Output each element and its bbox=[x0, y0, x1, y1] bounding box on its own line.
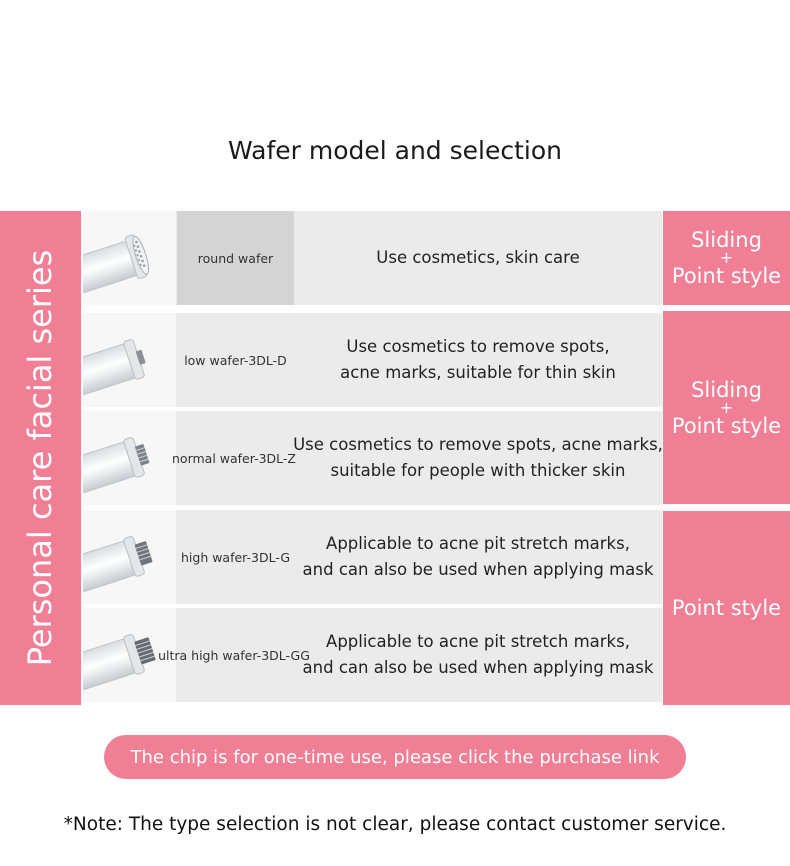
wafer-description: Use cosmetics, skin care bbox=[376, 248, 580, 267]
wafer-description: Use cosmetics to remove spots, acne mark… bbox=[293, 435, 663, 480]
style-line1: Sliding bbox=[691, 228, 762, 252]
ultra-high-wafer-icon bbox=[83, 608, 176, 702]
style-box-sliding-point: Sliding + Point style bbox=[663, 311, 790, 504]
wafer-row-high: high wafer-3DL-G Applicable to acne pit … bbox=[83, 510, 662, 604]
low-wafer-icon bbox=[83, 313, 176, 407]
wafer-row-round: round wafer Use cosmetics, skin care bbox=[83, 211, 662, 305]
wafer-row-low: low wafer-3DL-D Use cosmetics to remove … bbox=[83, 313, 662, 407]
style-line1: Point style bbox=[671, 596, 782, 620]
series-label-text: Personal care facial series bbox=[21, 249, 59, 667]
style-plus: + bbox=[719, 397, 734, 417]
wafer-model-label: low wafer-3DL-D bbox=[184, 352, 287, 368]
round-wafer-icon bbox=[83, 211, 176, 305]
style-line2: Point style bbox=[671, 264, 782, 288]
footnote: *Note: The type selection is not clear, … bbox=[63, 814, 727, 835]
wafer-model-label: ultra high wafer-3DL-GG bbox=[158, 647, 310, 663]
style-box-sliding-point: Sliding + Point style bbox=[663, 211, 790, 305]
high-wafer-icon bbox=[83, 510, 176, 604]
style-box-point: Point style bbox=[663, 511, 790, 705]
wafer-description: Applicable to acne pit stretch marks, an… bbox=[302, 534, 654, 579]
wafer-row-ultra-high: ultra high wafer-3DL-GG Applicable to ac… bbox=[83, 608, 662, 702]
wafer-model-label: round wafer bbox=[177, 211, 294, 305]
style-line2: Point style bbox=[671, 413, 782, 438]
style-plus: + bbox=[719, 248, 734, 267]
page-title: Wafer model and selection bbox=[228, 136, 562, 165]
wafer-description: Use cosmetics to remove spots, acne mark… bbox=[340, 337, 616, 382]
wafer-description: Applicable to acne pit stretch marks, an… bbox=[302, 632, 654, 677]
wafer-row-normal: normal wafer-3DL-Z Use cosmetics to remo… bbox=[83, 411, 663, 505]
purchase-link-banner[interactable]: The chip is for one-time use, please cli… bbox=[104, 735, 686, 779]
wafer-model-label: high wafer-3DL-G bbox=[180, 549, 291, 565]
series-side-label: Personal care facial series bbox=[0, 211, 81, 705]
normal-wafer-icon bbox=[83, 411, 176, 505]
wafer-model-label: normal wafer-3DL-Z bbox=[172, 450, 296, 466]
style-line1: Sliding bbox=[691, 377, 762, 402]
